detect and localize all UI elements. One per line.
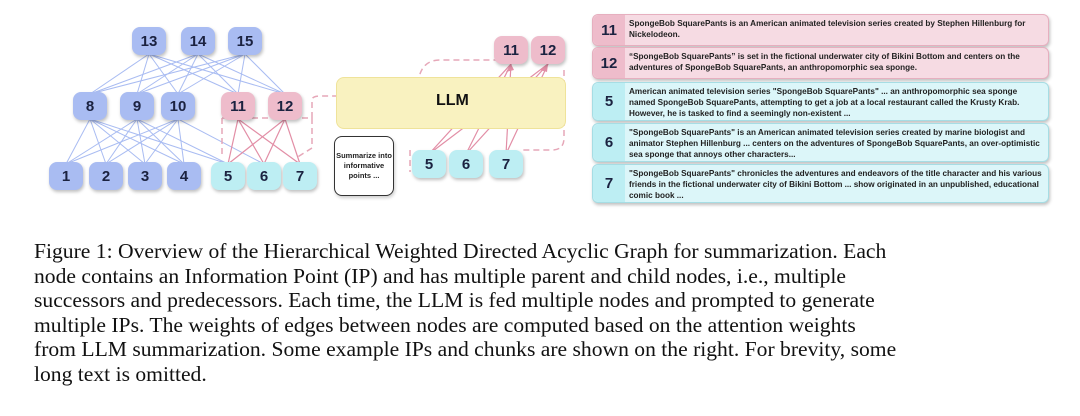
edges-pink-left: [227, 118, 301, 165]
dashed-group-left: [222, 117, 313, 159]
ip-card-id: 12: [593, 48, 625, 78]
ip-card-id: 5: [593, 83, 625, 120]
llm-box: [336, 77, 566, 129]
ip-card-text: American animated television series "Spo…: [629, 87, 1020, 118]
node-5-llm-input: 5: [412, 150, 446, 178]
ip-card-text: "SpongeBob SquarePants" is an American a…: [629, 128, 1040, 159]
summarize-text: Summarize into informative points ...: [336, 151, 392, 180]
caption-line: long text is omitted.: [34, 361, 207, 386]
node-6: 6: [247, 162, 281, 190]
llm-label: LLM: [436, 92, 469, 109]
caption-line: from LLM summarization. Some example IPs…: [34, 337, 897, 361]
node-9: 9: [120, 92, 154, 120]
ip-card-5: 5 American animated television series "S…: [592, 82, 1049, 121]
ip-card-6: 6 "SpongeBob SquarePants" is an American…: [592, 123, 1049, 162]
node-7-llm-input: 7: [489, 150, 523, 178]
ip-card-12: 12 “SpongeBob SquarePants” is set in the…: [592, 47, 1049, 79]
node-10: 10: [161, 92, 195, 120]
node-11-llm-output: 11: [494, 36, 528, 64]
ip-card-text: “SpongeBob SquarePants” is set in the fi…: [629, 52, 1020, 72]
node-13: 13: [132, 27, 166, 55]
node-14: 14: [181, 27, 215, 55]
edges-top-level: [89, 53, 286, 95]
figure-caption: Figure 1: Overview of the Hierarchical W…: [34, 239, 1066, 386]
ip-card-id: 6: [593, 124, 625, 161]
node-12-llm-output: 12: [531, 36, 565, 64]
node-4: 4: [167, 162, 201, 190]
summarize-box: Summarize into informative points ...: [334, 136, 394, 196]
node-12: 12: [268, 92, 302, 120]
node-3: 3: [128, 162, 162, 190]
node-8: 8: [73, 92, 107, 120]
ip-card-7: 7 "SpongeBob SquarePants" chronicles the…: [592, 164, 1049, 203]
ip-card-11: 11 SpongeBob SquarePants is an American …: [592, 14, 1049, 46]
node-7: 7: [283, 162, 317, 190]
caption-line: Figure 1: Overview of the Hierarchical W…: [34, 239, 887, 263]
ip-card-id: 11: [593, 15, 625, 45]
node-11: 11: [221, 92, 255, 120]
caption-line: node contains an Information Point (IP) …: [34, 263, 846, 288]
ip-card-text: SpongeBob SquarePants is an American ani…: [629, 19, 1026, 39]
node-2: 2: [89, 162, 123, 190]
node-1: 1: [49, 162, 83, 190]
ip-card-text: "SpongeBob SquarePants" chronicles the a…: [629, 169, 1042, 200]
caption-line: successors and predecessors. Each time, …: [34, 288, 875, 312]
node-15: 15: [228, 27, 262, 55]
figure-1: 13 14 15 8 9 10 11 12 1 2 3 4 5 6 7 LLM …: [49, 14, 1049, 203]
ip-card-id: 7: [593, 165, 625, 202]
node-6-llm-input: 6: [449, 150, 483, 178]
arrowheads: [506, 64, 548, 72]
node-5: 5: [211, 162, 245, 190]
edges-mid-level: [65, 118, 265, 165]
caption-line: multiple IPs. The weights of edges betwe…: [34, 312, 856, 337]
